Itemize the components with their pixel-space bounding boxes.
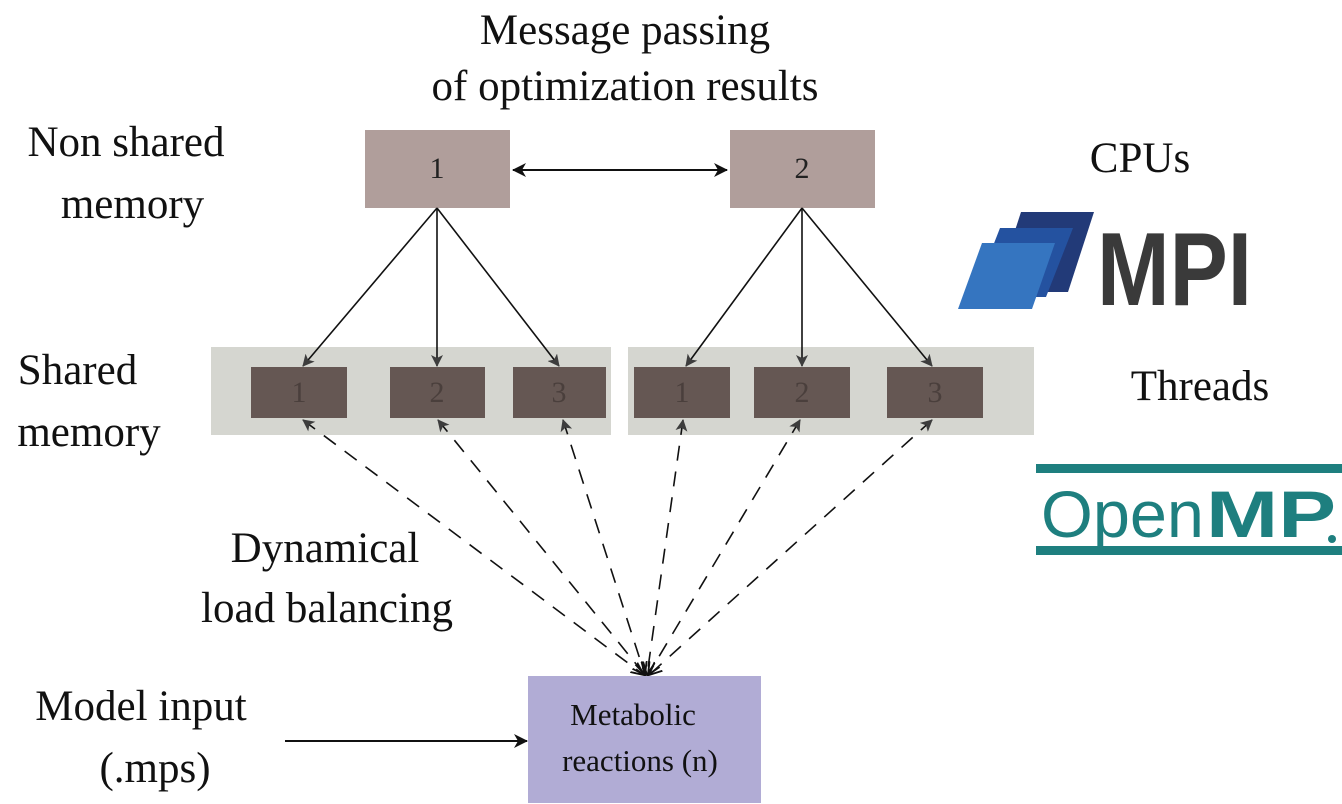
openmp-logo-top-bar [1036, 464, 1342, 473]
thread-box-g1-2 [390, 367, 485, 418]
metabolic-reactions-line2: reactions (n) [562, 743, 718, 778]
thread-box-g2-2-label: 2 [795, 376, 810, 409]
non-shared-memory-label-line1: Non shared [27, 119, 225, 166]
cpu-box-2 [730, 130, 875, 208]
lb-arrow-g2-1 [647, 420, 683, 675]
cpu-box-2-label: 2 [795, 152, 810, 185]
lb-arrow-g2-3 [649, 420, 932, 675]
cpu-box-1 [365, 130, 510, 208]
thread-box-g2-1 [634, 367, 730, 418]
mpi-logo-front-plate [958, 243, 1055, 309]
message-passing-title-line1: Message passing [479, 7, 771, 54]
lb-arrow-g1-3 [563, 420, 645, 675]
thread-box-g2-3 [887, 367, 983, 418]
model-input-label-line2: (.mps) [99, 745, 211, 792]
metabolic-reactions-line1: Metabolic [570, 697, 696, 732]
lb-arrow-g1-2 [438, 420, 645, 675]
message-passing-title-line2: of optimization results [431, 63, 819, 110]
openmp-logo-registered-mark [1328, 535, 1336, 543]
thread-box-g2-1-label: 1 [675, 376, 690, 409]
shared-memory-label-line2: memory [17, 409, 161, 456]
shared-memory-label-line1: Shared [17, 347, 138, 394]
thread-box-g2-2 [754, 367, 850, 418]
thread-box-g2-3-label: 3 [928, 376, 943, 409]
non-shared-memory-label-line2: memory [60, 181, 205, 228]
load-balancing-arrows [303, 420, 932, 675]
thread-box-g1-1 [251, 367, 347, 418]
thread-box-g1-2-label: 2 [430, 376, 445, 409]
openmp-logo-bottom-bar [1036, 546, 1342, 555]
metabolic-reactions-box [528, 676, 761, 803]
cpu1-to-thread3-arrow [436, 207, 560, 367]
lb-arrow-g2-2 [648, 420, 801, 675]
openmp-logo: Open MP [1036, 464, 1342, 555]
thread-box-g1-3 [513, 367, 606, 418]
cpu-box-1-label: 1 [430, 152, 445, 185]
mpi-logo: MPI [958, 212, 1252, 328]
cpu1-to-thread1-arrow [302, 207, 438, 367]
threads-label: Threads [1130, 363, 1270, 410]
mpi-logo-text: MPI [1097, 212, 1252, 328]
openmp-logo-text-open: Open [1041, 477, 1204, 551]
openmp-logo-text-mp: MP [1206, 477, 1336, 551]
thread-box-g1-1-label: 1 [292, 376, 307, 409]
model-input-label-line1: Model input [35, 683, 247, 730]
cpus-label: CPUs [1089, 135, 1191, 182]
thread-box-g1-3-label: 3 [552, 376, 567, 409]
cpu2-to-thread1-arrow [685, 207, 803, 367]
lb-arrow-g1-1 [303, 419, 644, 675]
cpu2-to-thread3-arrow [801, 207, 933, 367]
